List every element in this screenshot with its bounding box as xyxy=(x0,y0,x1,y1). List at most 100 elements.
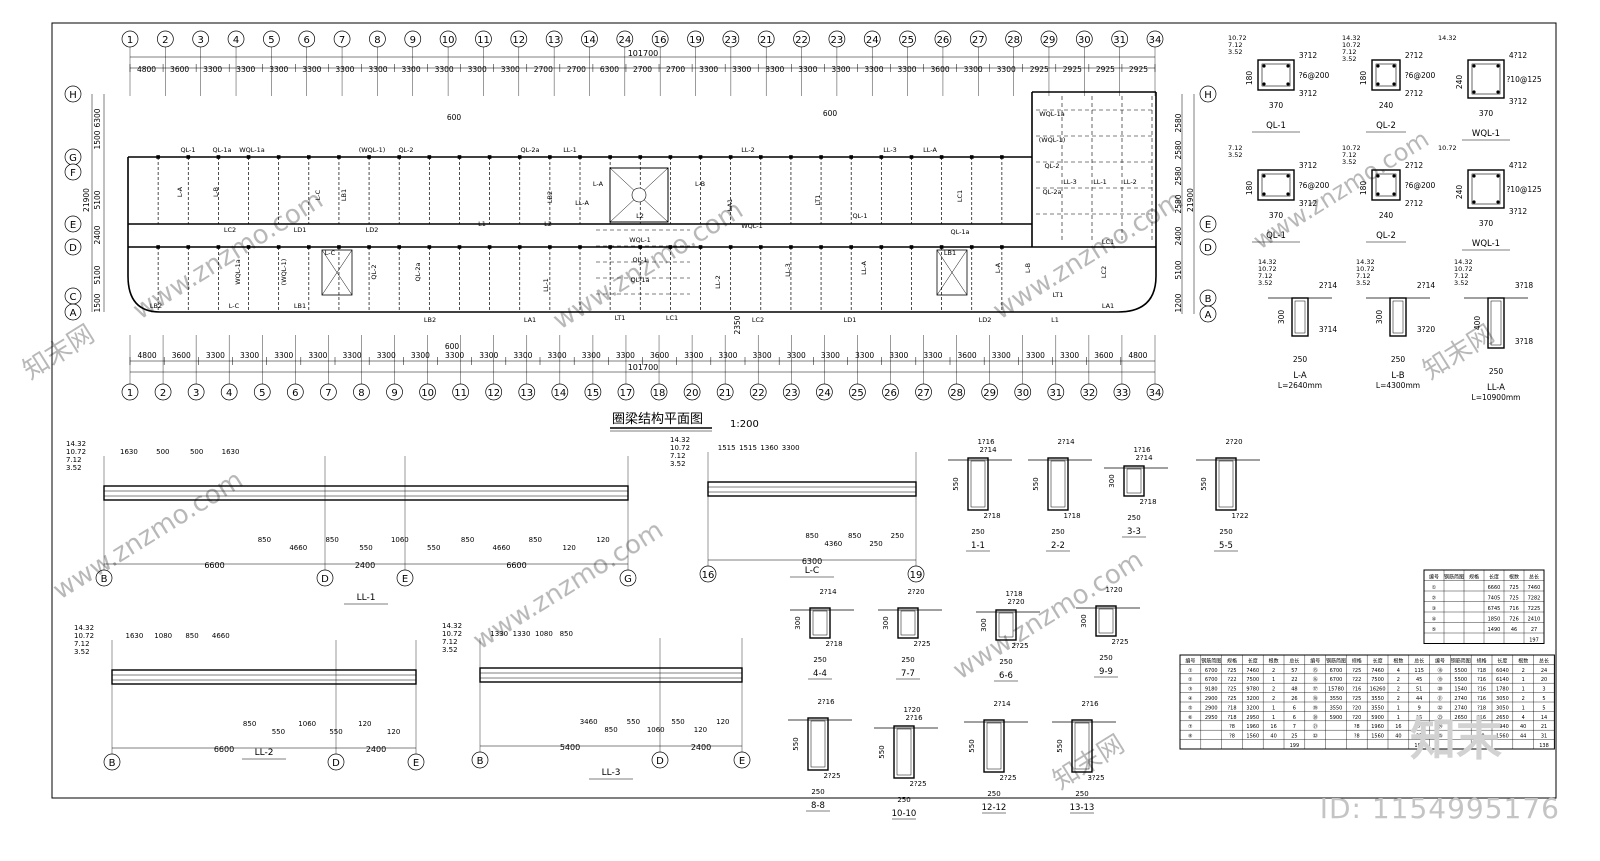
table-large-header: 根数 xyxy=(1393,657,1403,664)
dim-span-top: 2925 xyxy=(1030,65,1049,74)
beam-label: QL-2a xyxy=(1042,188,1061,196)
elevation-axis-B: B xyxy=(477,756,484,767)
beam-label: LC2 xyxy=(224,226,236,234)
table-large-cell: 4 xyxy=(1397,668,1400,674)
table-large-cell: 2650 xyxy=(1454,715,1467,721)
section-outline-WQL-1 xyxy=(1467,59,1505,99)
column-mark xyxy=(969,155,974,159)
column-mark xyxy=(156,245,160,249)
dim-misc: 600 xyxy=(447,113,462,122)
grid-axis-top-3-circle xyxy=(192,30,210,48)
watermark-site: www.znzmo.com xyxy=(988,185,1189,326)
elevation-dim: 1630 xyxy=(120,448,138,456)
cross-section-stirrup xyxy=(1050,460,1066,508)
beam-label: L-C xyxy=(229,302,240,310)
rebar-dot xyxy=(1262,64,1266,68)
cs-width: 250 xyxy=(1127,514,1140,522)
table-large-cell: 6700 xyxy=(1330,668,1343,674)
column-mark xyxy=(216,155,221,159)
grid-axis-bottom-2-circle xyxy=(154,383,172,401)
column-mark xyxy=(186,245,191,249)
dim-span-bottom: 3300 xyxy=(718,351,737,360)
grid-axis-top-7-circle xyxy=(333,30,351,48)
rebar-bottom: 3?12 xyxy=(1509,207,1528,216)
column-mark xyxy=(548,155,552,159)
beam-label: LA1 xyxy=(1102,302,1114,310)
section-stirrup xyxy=(1375,173,1397,197)
grid-row-left-A: A xyxy=(70,308,77,319)
dim-total-top: 101700 xyxy=(628,49,659,58)
beam-label: LD1 xyxy=(294,226,307,234)
level-mark: 10.72 xyxy=(1258,265,1277,273)
dim-span-bottom: 3300 xyxy=(923,351,942,360)
table-small-header: 钢筋简图 xyxy=(1444,574,1464,581)
table-large-cell: ?20 xyxy=(1352,705,1361,711)
elevation-dim: 1080 xyxy=(535,630,553,638)
elevation-span: 5400 xyxy=(560,743,580,752)
rebar-dot xyxy=(1286,192,1290,196)
cs-top-rebar: 1?20 xyxy=(1105,586,1122,594)
elevation-dim: 1060 xyxy=(298,720,316,728)
section-outline-QL-1 xyxy=(1257,169,1295,201)
table-large-cell: ⑦ xyxy=(1188,724,1193,730)
column-mark xyxy=(517,155,522,159)
column-mark xyxy=(487,245,492,249)
beam-label: WQL-1a xyxy=(1039,110,1065,118)
elevation-axis-B: B xyxy=(109,758,116,769)
column-mark xyxy=(909,155,914,159)
section-outline-QL-2 xyxy=(1371,59,1401,91)
column-mark xyxy=(728,245,733,249)
level-mark: 10.72 xyxy=(66,448,86,456)
plan-beam-lines xyxy=(127,91,1157,313)
grid-axis-bottom-18-circle xyxy=(650,383,668,401)
level-mark: 14.32 xyxy=(670,436,690,444)
column-mark xyxy=(1000,155,1004,159)
cross-section-outline-10-10 xyxy=(893,725,915,779)
level-mark: 3.52 xyxy=(670,460,686,468)
dim-span-bottom: 3300 xyxy=(855,351,874,360)
dim-left: 5100 xyxy=(93,190,102,209)
grid-axis-bottom-21-circle xyxy=(716,383,734,401)
section-outline-QL-2 xyxy=(1371,169,1401,201)
dim-span-top: 3300 xyxy=(236,65,255,74)
lintel-stirrup xyxy=(1392,300,1404,334)
grid-row-left-D: D xyxy=(69,243,77,254)
cross-section-outline-9-9 xyxy=(1095,605,1117,637)
table-large-cell: 1560 xyxy=(1496,734,1509,740)
grid-axis-bottom-10: 10 xyxy=(421,388,434,399)
dim-span-top: 3300 xyxy=(468,65,487,74)
grid-axis-bottom-32: 32 xyxy=(1083,388,1096,399)
table-large-cell: 7 xyxy=(1418,724,1421,730)
table-large-cell: ⑧ xyxy=(1188,734,1193,740)
elevation-dim: 1080 xyxy=(154,632,172,640)
table-large-cell: 5900 xyxy=(1371,715,1384,721)
rebar-dot xyxy=(1496,200,1500,204)
level-mark: 10.72 xyxy=(670,444,690,452)
beam-label: LD2 xyxy=(366,226,379,234)
beam-label: QL-2a xyxy=(520,146,539,154)
dim-span-bottom: 3300 xyxy=(206,351,225,360)
grid-axis-bottom-31-circle xyxy=(1047,383,1065,401)
table-small-cell: 7405 xyxy=(1488,596,1501,602)
elevation-axis-B-circle xyxy=(471,751,489,769)
grid-axis-bottom-27-circle xyxy=(915,383,932,401)
rebar-stirrup: ?6@200 xyxy=(1405,71,1436,80)
column-mark xyxy=(337,245,341,249)
dim-span-bottom: 3300 xyxy=(787,351,806,360)
cross-section-stirrup xyxy=(896,728,912,776)
beam-label: QL-1a xyxy=(212,146,231,154)
column-mark xyxy=(517,245,522,249)
beam-label: LL-3 xyxy=(1063,178,1077,186)
table-large-cell: 15 xyxy=(1416,715,1422,721)
grid-axis-top-28: 28 xyxy=(1007,35,1020,46)
table-large-cell: 25 xyxy=(1416,734,1422,740)
grid-axis-top-12: 12 xyxy=(512,35,525,46)
grid-axis-top-2: 2 xyxy=(162,35,168,46)
table-large-cell: 1960 xyxy=(1246,724,1259,730)
table-large-cell: 6140 xyxy=(1496,677,1509,683)
beam-label: WQL-1 xyxy=(741,222,763,230)
elevation-dim: 120 xyxy=(387,728,400,736)
beam-label: QL-1 xyxy=(180,146,195,154)
level-mark: 3.52 xyxy=(442,646,458,654)
level-mark: 7.12 xyxy=(1342,151,1356,159)
